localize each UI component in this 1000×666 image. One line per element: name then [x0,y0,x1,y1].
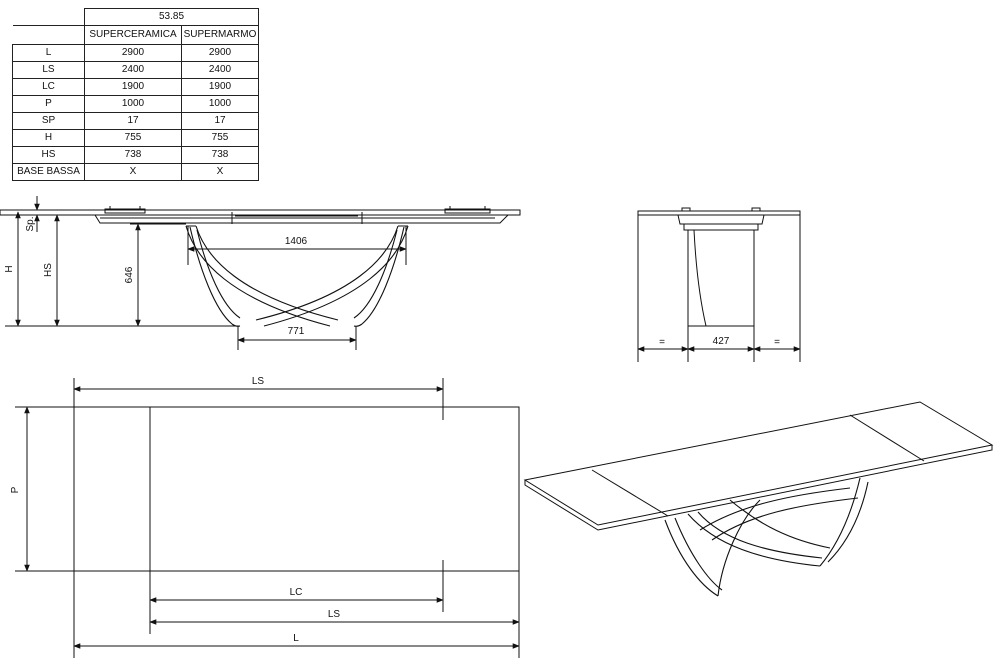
dim-base-top-width [187,226,407,265]
label-base-foot-width: 771 [288,326,305,337]
label-plan-l: L [293,633,299,644]
label-side-base-width: 427 [713,336,730,347]
perspective-tabletop [523,401,994,526]
front-mechanism-right [444,206,491,214]
table-row: HS 738 738 [12,146,259,164]
perspective-tabletop-edge [524,445,993,531]
front-view [0,196,521,350]
label-base-top-width: 1406 [285,236,308,247]
table-row: BASE BASSA X X [12,163,259,181]
front-tabletop [0,209,521,216]
dim-side [637,215,801,362]
perspective-base [664,477,869,597]
dim-plan-p [15,406,74,572]
side-base [687,229,755,327]
dim-base-foot-width [237,326,357,350]
dim-base-height [130,223,186,327]
side-tabletop [637,210,801,216]
label-side-left-margin: = [659,337,665,348]
front-extension-frame [94,214,509,224]
plan-tabletop [73,406,520,572]
table-row: P 1000 1000 [12,95,259,113]
cell-value: X [181,163,259,181]
perspective-extension-right [849,414,925,462]
label-plan-ls-bottom: LS [328,609,341,620]
dim-plan-ls-top [73,378,444,420]
table-row: H 755 755 [12,129,259,147]
table-row: SP 17 17 [12,112,259,130]
perspective-view [523,401,994,597]
cell-value: X [84,163,182,181]
label-plan-ls-top: LS [252,376,265,387]
dim-plan-l [73,571,520,658]
label-side-right-margin: = [774,337,780,348]
label-sp: Sp. [25,216,36,231]
dim-h [5,211,240,327]
label-plan-lc: LC [290,587,303,598]
dim-sp [28,196,45,232]
label-hs: HS [43,263,54,277]
table-row: L 2900 2900 [12,44,259,62]
side-mechanism-detail [681,207,761,211]
side-mechanism [677,214,765,231]
table-columns-row: SUPERCERAMICA SUPERMARMO [12,25,259,45]
plan-view [15,378,520,658]
side-view [637,207,801,362]
front-base [185,225,409,327]
label-base-height: 646 [124,266,135,283]
perspective-extension-left [591,469,669,517]
row-label: BASE BASSA [12,163,85,181]
label-plan-p: P [10,486,21,493]
front-mechanism-left [104,206,146,214]
spec-table: 53.85 SUPERCERAMICA SUPERMARMO L 2900 29… [12,8,259,181]
front-frame-detail [100,212,495,224]
label-h: H [4,265,15,272]
